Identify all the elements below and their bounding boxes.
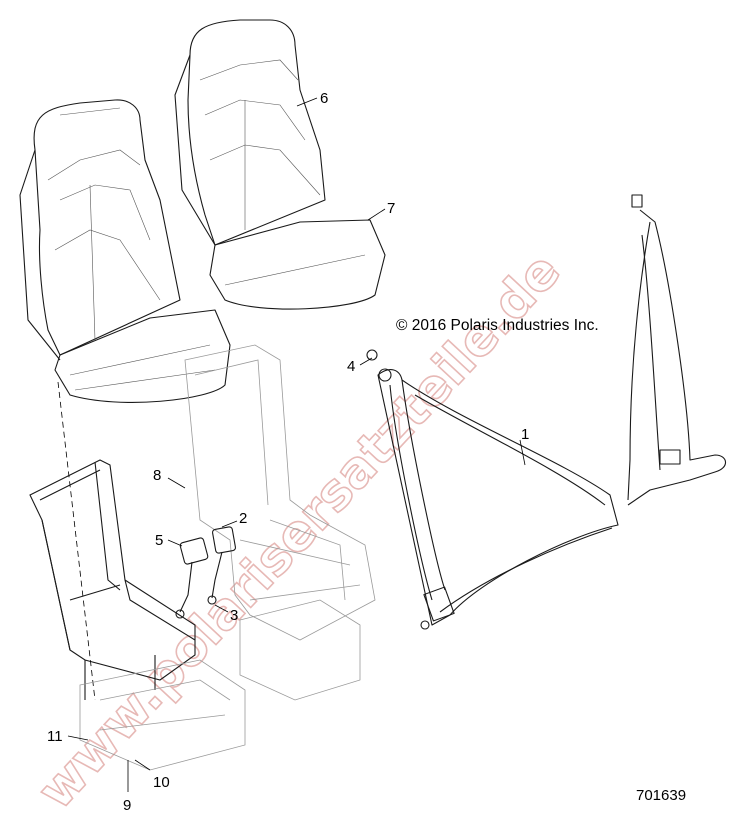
callout-3: 3 [230, 607, 238, 624]
seat-right [174, 19, 386, 310]
callout-8: 8 [153, 467, 161, 484]
callout-11: 11 [47, 728, 63, 745]
callout-2: 2 [239, 510, 247, 527]
ghost-frame-upper [184, 344, 376, 641]
callout-1: 1 [521, 426, 529, 443]
callout-6: 6 [320, 90, 328, 107]
seat-belt-assembly [366, 349, 619, 630]
buckle-assembly [175, 526, 237, 619]
callout-7: 7 [387, 200, 395, 217]
callout-4: 4 [347, 358, 355, 375]
callout-5: 5 [155, 532, 163, 549]
callout-9: 9 [123, 797, 131, 814]
seat-left [19, 99, 231, 403]
copyright-notice: © 2016 Polaris Industries Inc. [396, 317, 599, 334]
seat-frame [29, 381, 196, 701]
callout-10: 10 [153, 774, 170, 791]
callout-leaders [67, 97, 526, 792]
ghost-frame-lower [79, 599, 361, 771]
diagram-part-number: 701639 [636, 787, 686, 804]
seat-belt-right [627, 194, 727, 506]
